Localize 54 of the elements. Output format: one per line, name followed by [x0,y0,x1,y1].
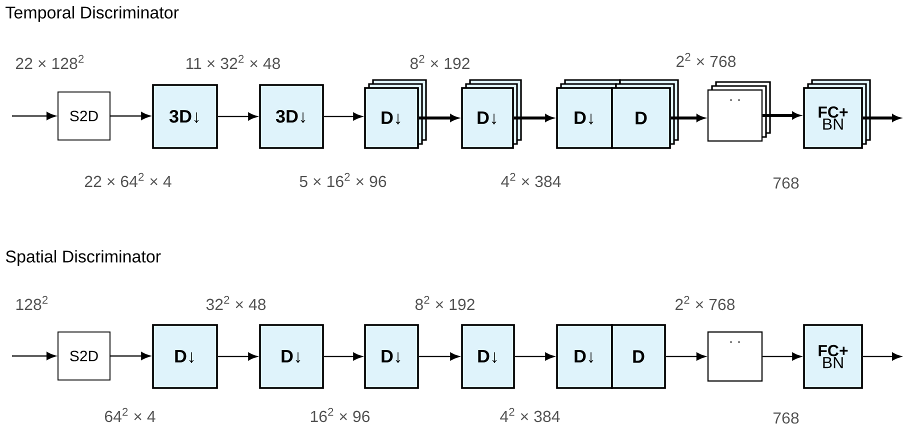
arrow [862,114,900,122]
tensor-size-label: 8$^{2}$ × 192 [415,296,474,310]
layer-block: 3D↓ [152,84,218,149]
tensor-size-label: 768 [773,177,799,189]
arrow [762,352,802,361]
layer-block: D↓ [364,324,419,389]
tensor-size-label: 2$^{2}$ × 768 [676,296,735,310]
tensor-size-label: 8$^{2}$ × 192 [410,54,470,70]
layer-block: 3D↓ [259,84,324,149]
tensor-size-label: 2$^{2}$ × 768 [676,52,736,68]
tensor-size-label: 768 [773,412,799,424]
stacked-layer-block: D [611,79,679,149]
arrow [418,352,460,361]
layer-block: D↓ [152,324,218,389]
arrow [514,352,554,361]
stacked-layer-block: D↓ [461,79,522,149]
layer-block: FC+ BN [803,324,863,389]
section-heading: Spatial Discriminator [6,250,161,266]
empty-block [707,331,763,382]
s2d-block: S2D [58,92,110,140]
arrow [418,114,458,122]
tensor-size-label: 4$^{2}$ × 384 [501,172,561,188]
s2d-block: S2D [58,332,110,380]
stacked-layer-block: FC+ BN [803,79,871,149]
stacked-layer-block: D↓ [364,79,427,149]
arrow [110,352,150,360]
tensor-size-label: 22 × 64$^{2}$ × 4 [84,172,172,188]
arrow [324,352,362,361]
layer-block: D [611,324,666,389]
arrow [762,112,800,120]
section-heading: Temporal Discriminator [6,6,179,22]
tensor-size-label: 5 × 16$^{2}$ × 96 [300,172,386,188]
arrow [218,352,258,361]
arrow [12,112,56,120]
arrow [666,352,706,361]
tensor-size-label: 22 × 128$^{2}$ [16,54,84,70]
layer-block: D↓ [259,324,324,389]
arrow [514,114,554,122]
layer-block: D↓ [461,324,515,389]
arrow [324,112,362,120]
arrow [862,352,902,361]
arrow [110,112,150,120]
arrow [218,112,258,120]
tensor-size-label: 11 × 32$^{2}$ × 48 [186,54,280,70]
arrow [670,114,704,122]
layer-block: D↓ [556,324,613,389]
tensor-size-label: 16$^{2}$ × 96 [310,408,370,422]
tensor-size-label: 32$^{2}$ × 48 [206,296,266,310]
stacked-layer-block: D↓ [556,79,621,149]
arrow [12,352,56,360]
tensor-size-label: 128$^{2}$ [16,296,48,310]
tensor-size-label: 64$^{2}$ × 4 [105,408,156,422]
tensor-size-label: 4$^{2}$ × 384 [500,408,560,422]
stacked-empty-block [707,81,771,142]
